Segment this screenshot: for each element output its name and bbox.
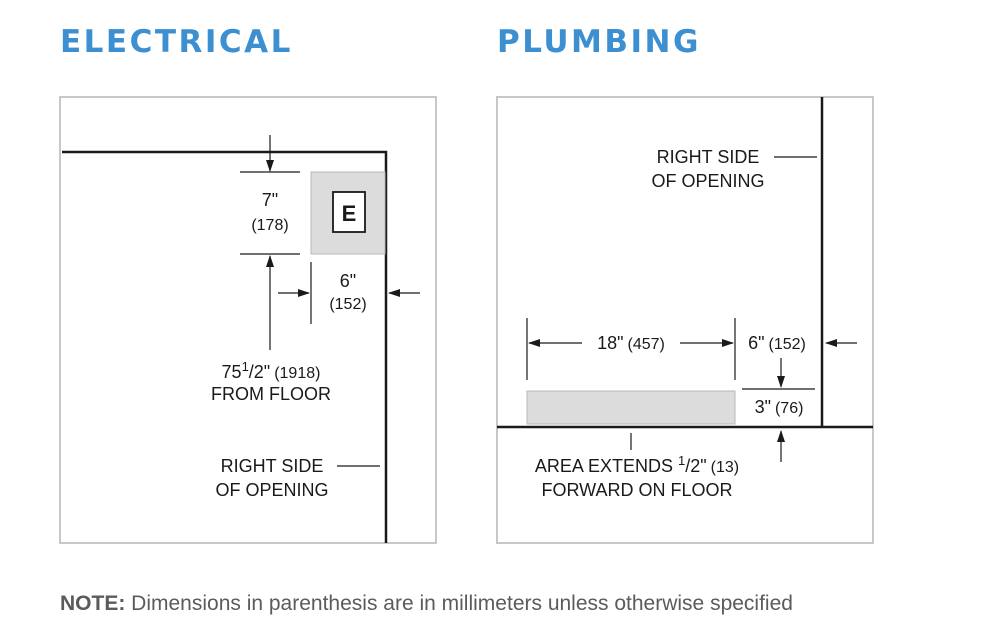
- plumbing-area: [526, 390, 736, 425]
- dim-18in-value: 18": [597, 333, 623, 353]
- extends-prefix: AREA EXTENDS: [535, 456, 673, 476]
- plumb-right-side-label-1: RIGHT SIDE: [657, 147, 760, 167]
- plumb-right-side-label-2: OF OPENING: [651, 171, 764, 191]
- dim-6in-mm-label: (152): [329, 296, 366, 313]
- plumbing-heading: PLUMBING: [497, 24, 701, 60]
- extends-mm: (13): [711, 459, 739, 476]
- elec-right-side-label-1: RIGHT SIDE: [221, 456, 324, 476]
- note-text: Dimensions in parenthesis are in millime…: [125, 592, 793, 615]
- extends-denominator: /2": [685, 456, 706, 476]
- dim-7in-label: 7": [262, 190, 278, 210]
- dim-plumb-6in-value: 6": [748, 333, 764, 353]
- electrical-heading: ELECTRICAL: [60, 24, 293, 60]
- electrical-panel: E 7" (178) 6" (152) 751/2"(1918) FROM FL…: [59, 96, 437, 544]
- plumbing-panel: RIGHT SIDE OF OPENING 18" (457) 6" (152) 3…: [496, 96, 874, 544]
- height-denominator: /2": [249, 362, 270, 382]
- extends-label-2: FORWARD ON FLOOR: [541, 480, 732, 500]
- dim-18in-label: 18" (457): [597, 333, 665, 353]
- electrical-cabinet-outline: [62, 150, 388, 543]
- height-mm: (1918): [274, 365, 320, 382]
- footnote: NOTE: Dimensions in parenthesis are in m…: [60, 592, 793, 616]
- dim-18in-mm: (457): [628, 336, 665, 353]
- dim-3in-label: 3"(76): [755, 397, 804, 417]
- dim-6in-label: 6": [340, 271, 356, 291]
- height-whole: 75: [222, 362, 242, 382]
- extends-numerator: 1: [678, 453, 685, 468]
- height-numerator: 1: [242, 359, 249, 374]
- extends-label-1: AREA EXTENDS 1/2" (13): [535, 453, 739, 476]
- dim-7in-mm-label: (178): [251, 217, 288, 234]
- electrical-panel-border: [59, 96, 437, 544]
- electrical-outlet-letter: E: [342, 201, 357, 226]
- height-note: FROM FLOOR: [211, 384, 331, 404]
- electrical-outlet-box: [332, 191, 366, 233]
- plumbing-panel-border: [496, 96, 874, 544]
- elec-right-side-label-2: OF OPENING: [215, 480, 328, 500]
- dim-3in-value: 3": [755, 397, 771, 417]
- dim-plumb-6in-label: 6" (152): [748, 333, 806, 353]
- note-label: NOTE:: [60, 592, 126, 615]
- height-from-floor-label: 751/2"(1918): [222, 359, 321, 382]
- dim-plumb-6in-mm: (152): [769, 336, 806, 353]
- dim-3in-mm: (76): [775, 400, 803, 417]
